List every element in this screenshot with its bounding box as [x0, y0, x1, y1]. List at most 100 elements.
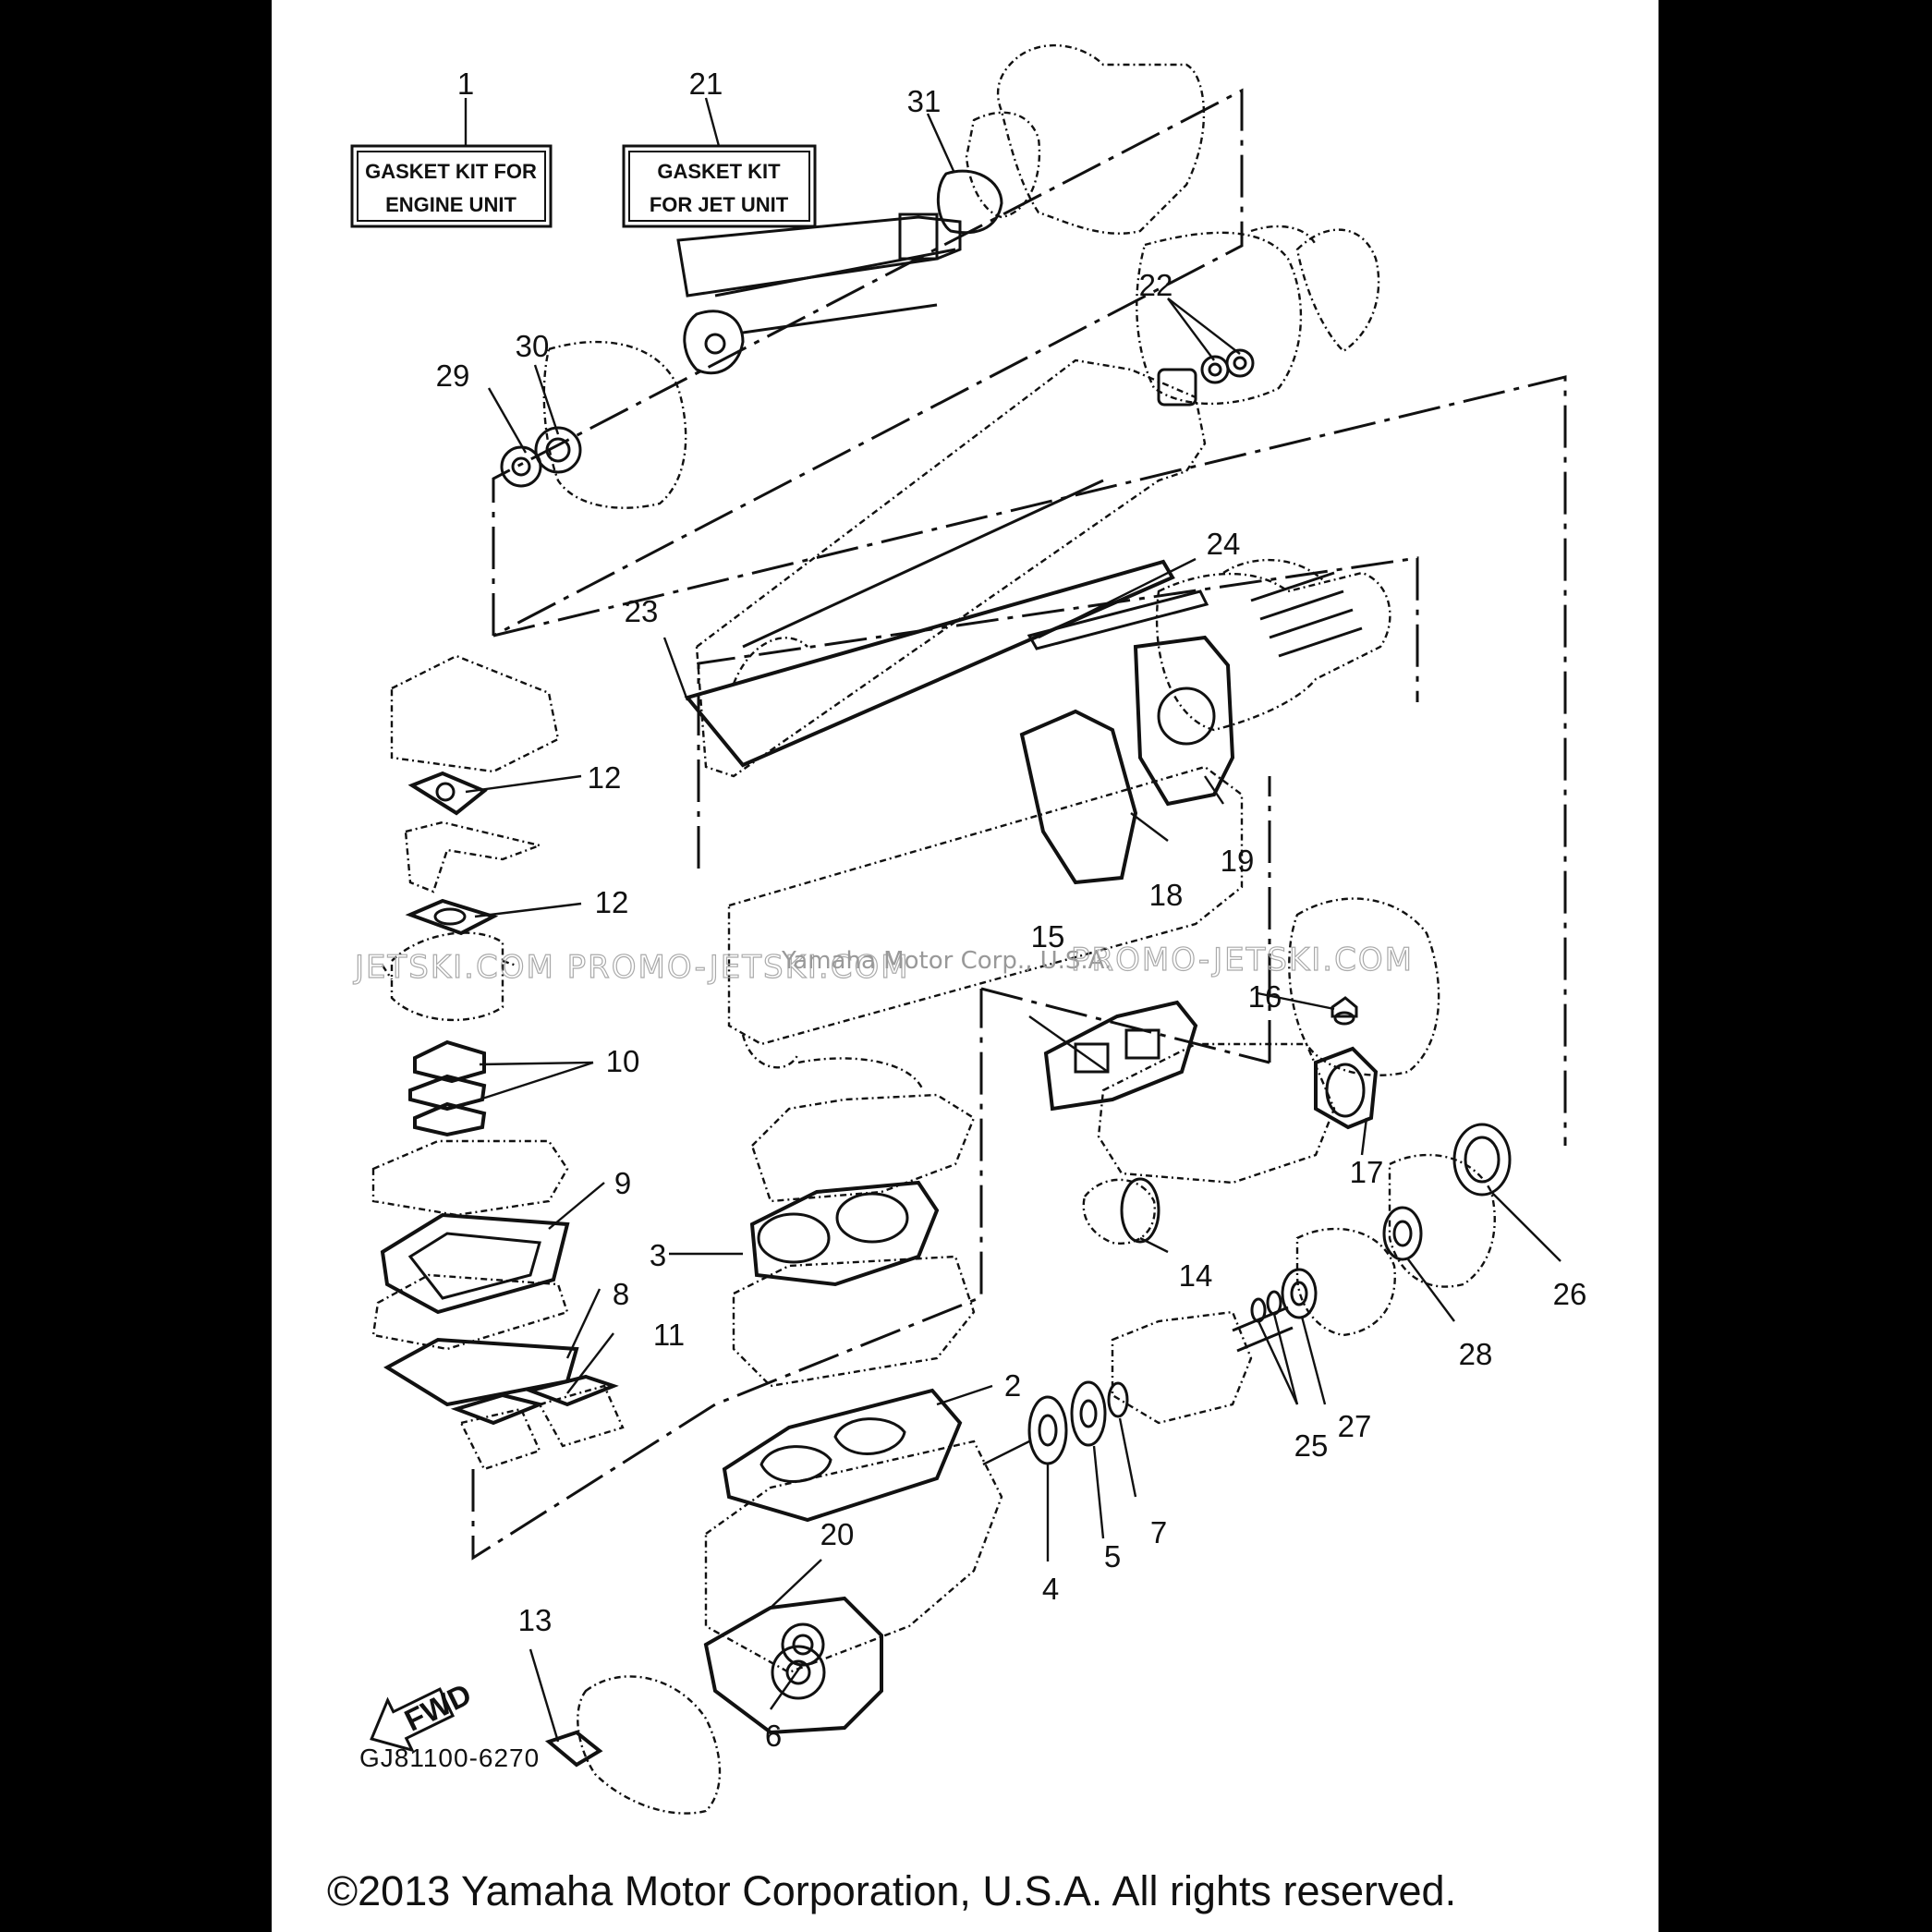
engine-kit-line2: ENGINE UNIT: [385, 193, 516, 216]
callout-17: 17: [1350, 1155, 1384, 1189]
callout-27: 27: [1338, 1409, 1372, 1443]
impeller-housing: [1136, 225, 1380, 406]
gasket-3: [749, 1180, 940, 1287]
cylinder-block: [732, 1255, 976, 1388]
callout-11: 11: [653, 1318, 685, 1352]
flywheel-cover: [577, 1675, 722, 1815]
callout-15: 15: [1031, 919, 1065, 954]
coupling-housing: [1295, 1227, 1396, 1337]
bearing-28: [1382, 1206, 1423, 1261]
callout-4: 4: [1042, 1572, 1059, 1606]
callout-8: 8: [613, 1277, 629, 1311]
callout-1: 1: [457, 67, 474, 101]
seal-14: [1082, 1177, 1160, 1245]
seal-5: [1070, 1380, 1107, 1447]
gasket-20-cover: [703, 1596, 883, 1735]
plug-16: [1331, 996, 1358, 1026]
strip-24: [1027, 589, 1209, 650]
callout-labels: 1 21 31 22 30 29 24 23 12 19 18 12 15 16…: [436, 67, 1587, 1753]
leader-lines: [464, 97, 1561, 1743]
gasket-15: [1043, 1000, 1198, 1112]
seal-6: [781, 1622, 825, 1667]
gasket-12-upper: [407, 771, 488, 816]
gasket-18: [1019, 709, 1138, 885]
jet-housing-frame: [492, 375, 1567, 1146]
bracket: [404, 820, 544, 893]
watermark-center: Yamaha Motor Corp., U.S.A.: [781, 947, 1112, 975]
callout-28: 28: [1459, 1337, 1493, 1371]
reed-valves: [459, 1384, 625, 1471]
callout-16: 16: [1248, 979, 1282, 1014]
exploded-parts-diagram: GASKET KIT FOR ENGINE UNIT GASKET KIT FO…: [327, 43, 1587, 1914]
seal-30: [534, 426, 582, 474]
crankcase: [704, 1440, 1003, 1674]
exhaust-link-frame: [980, 987, 1270, 1064]
callout-9: 9: [614, 1166, 631, 1200]
jet-unit-frame: [492, 88, 1244, 638]
muffler-assembly: [727, 558, 1391, 1069]
callout-3: 3: [650, 1238, 666, 1272]
watermark-left: JETSKI.COM PROMO-JETSKI.COM: [353, 949, 910, 986]
callout-14: 14: [1179, 1258, 1213, 1293]
engine-gasket-kit-box: GASKET KIT FOR ENGINE UNIT: [350, 144, 553, 228]
exhaust-frame: [697, 556, 1419, 869]
watermark: JETSKI.COM PROMO-JETSKI.COM Yamaha Motor…: [352, 941, 1414, 986]
gasket-9: [380, 1212, 570, 1315]
intake-manifold: [371, 1139, 569, 1217]
callout-30: 30: [516, 329, 550, 363]
bearing-housing: [1388, 1153, 1496, 1288]
gasket-8: [383, 1337, 579, 1407]
callout-23: 23: [625, 594, 659, 628]
callout-31: 31: [907, 84, 942, 118]
engine-kit-line1: GASKET KIT FOR: [365, 160, 537, 183]
callout-25: 25: [1294, 1428, 1329, 1463]
callout-26: 26: [1553, 1277, 1587, 1311]
diagram-sheet: GASKET KIT FOR ENGINE UNIT GASKET KIT FO…: [272, 0, 1659, 1932]
callout-2: 2: [1004, 1368, 1021, 1403]
callout-18: 18: [1149, 878, 1184, 912]
callout-19: 19: [1221, 844, 1255, 878]
crankshaft: [1111, 1306, 1294, 1425]
gasket-2: [722, 1388, 963, 1523]
impeller-bearings-22: [1157, 348, 1255, 407]
cylinder-frame: [471, 989, 983, 1561]
callout-13: 13: [518, 1603, 553, 1637]
o-ring-7: [1107, 1381, 1129, 1418]
callout-12b: 12: [595, 885, 629, 919]
gasket-13: [544, 1730, 603, 1768]
callout-7: 7: [1150, 1515, 1167, 1549]
copyright-text: ©2013 Yamaha Motor Corporation, U.S.A. A…: [327, 1867, 1456, 1914]
callout-22: 22: [1139, 268, 1173, 302]
watermark-right: PROMO-JETSKI.COM: [1071, 942, 1414, 978]
gaskets-10: [408, 1039, 487, 1137]
callout-21: 21: [689, 67, 723, 101]
exhaust-manifold: [1097, 1042, 1336, 1185]
callout-12a: 12: [588, 760, 622, 795]
air-filter-case: [390, 654, 560, 773]
gasket-19: [1133, 635, 1235, 807]
gasket-17: [1314, 1046, 1379, 1130]
gasket-23: [684, 559, 1175, 768]
jet-pump-assembly: [676, 43, 1206, 375]
diagram-code: GJ81100-6270: [359, 1744, 540, 1772]
carburetor: [382, 931, 517, 1022]
callout-5: 5: [1104, 1539, 1121, 1574]
exhaust-chamber: [1288, 897, 1440, 1076]
bearing-27: [1281, 1268, 1318, 1319]
fwd-label: FWD: [399, 1676, 477, 1737]
callout-20: 20: [820, 1517, 855, 1551]
callout-29: 29: [436, 358, 470, 393]
callout-24: 24: [1207, 527, 1241, 561]
seal-29: [500, 445, 542, 488]
jet-kit-line2: FOR JET UNIT: [650, 193, 789, 216]
seal-26: [1452, 1123, 1512, 1197]
intake-duct: [695, 358, 1207, 778]
seal-4: [1027, 1395, 1068, 1465]
gasket-12-lower: [405, 898, 499, 936]
callout-10: 10: [606, 1044, 640, 1078]
callout-6: 6: [765, 1719, 782, 1753]
jet-gasket-kit-box: GASKET KIT FOR JET UNIT: [622, 144, 817, 228]
reed-valve-block: [371, 1273, 569, 1351]
pump-cover: [542, 340, 687, 509]
